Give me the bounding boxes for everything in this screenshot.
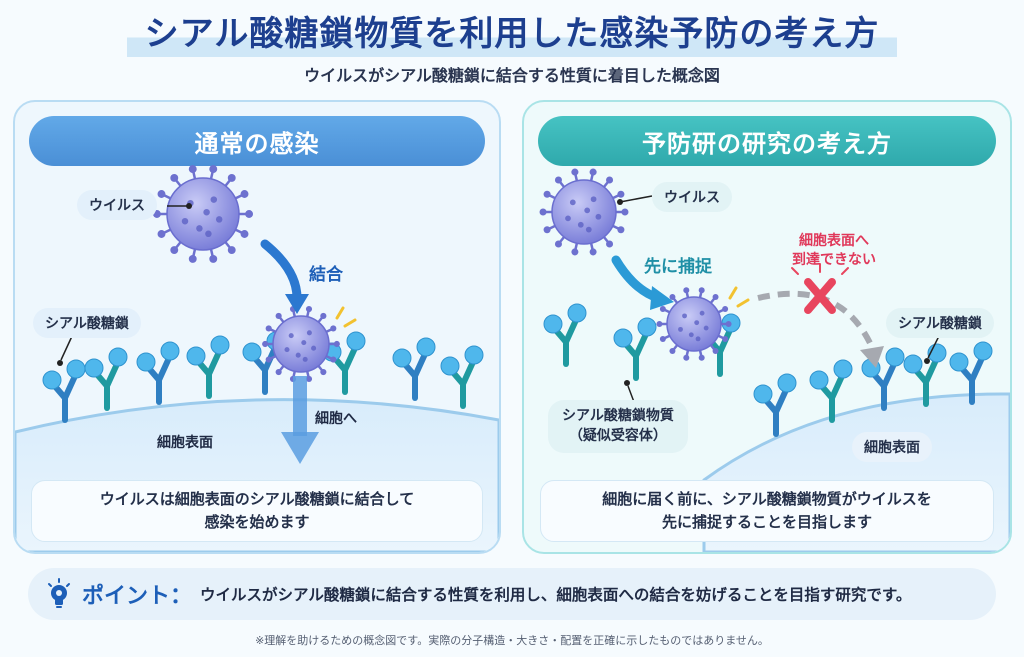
decoy-line1: シアル酸糖鎖物質 [562, 408, 674, 424]
sialic-chain-label: シアル酸糖鎖 [886, 308, 994, 338]
caption-research-line1: 細胞に届く前に、シアル酸糖鎖物質がウイルスを [602, 489, 932, 508]
title-wrap: シアル酸糖鎖物質を利用した感染予防の考え方 [0, 6, 1024, 57]
to-cell-arrowhead [281, 432, 319, 464]
sialic-leader-line [927, 333, 941, 359]
page-title: シアル酸糖鎖物質を利用した感染予防の考え方 [126, 6, 898, 57]
sialic-receptor-group [753, 341, 993, 437]
cross-burst-marks [791, 263, 849, 275]
blocked-path [757, 290, 877, 354]
bind-arrow [260, 239, 302, 303]
caption-normal-line1: ウイルスは細胞表面のシアル酸糖鎖に結合して [99, 489, 415, 508]
bind-arrowhead [285, 294, 309, 314]
virus-leader-dot [617, 199, 623, 205]
sialic-leader-dot [57, 360, 63, 366]
page-subtitle: ウイルスがシアル酸糖鎖に結合する性質に着目した概念図 [304, 66, 720, 85]
virus-label: ウイルス [77, 190, 157, 220]
caption-normal: ウイルスは細胞表面のシアル酸糖鎖に結合して 感染を始めます [31, 480, 483, 542]
sialic-leader-dot [924, 358, 930, 364]
panel-header-normal: 通常の感染 [29, 116, 485, 166]
sialic-receptor-group [42, 331, 484, 423]
sialic-chain-label: シアル酸糖鎖 [33, 308, 141, 338]
caption-normal-line2: 感染を始めます [204, 513, 310, 531]
attention-marks [335, 306, 357, 328]
virus-label: ウイルス [652, 182, 732, 212]
sialic-leader-line [60, 333, 74, 361]
virus-leader-line [619, 195, 653, 203]
virus-top [152, 165, 254, 263]
footnote: ※理解を助けるための概念図です。実際の分子構造・大きさ・配置を正確に示したもので… [255, 634, 769, 647]
decoy-label: シアル酸糖鎖物質 （疑似受容体） [548, 400, 688, 453]
decoy-line2: （疑似受容体） [568, 428, 667, 445]
panel-normal-infection: 通常の感染 [13, 100, 501, 554]
to-cell-arrow-shaft [293, 376, 307, 436]
caption-research: 細胞に届く前に、シアル酸糖鎖物質がウイルスを 先に捕捉することを目指します [540, 480, 994, 542]
virus-captured [656, 287, 732, 361]
cell-surface-label: 細胞表面 [157, 435, 213, 451]
decoy-leader-line [627, 385, 635, 403]
caption-research-line2: 先に捕捉することを目指します [661, 513, 872, 531]
unreachable-line1: 細胞表面へ [799, 233, 869, 249]
virus-leader-dot [186, 203, 192, 209]
point-label: ポイント： [82, 584, 193, 609]
unreachable-line2: 到達できない [792, 251, 876, 268]
lightbulb-icon [48, 578, 70, 608]
virus-bound [262, 305, 340, 383]
virus-top [539, 168, 629, 256]
normal-infection-scene [15, 165, 499, 552]
to-cell-label: 細胞へ [315, 411, 357, 427]
point-text: ウイルスがシアル酸糖鎖に結合する性質を利用し、細胞表面への結合を妨げることを目指… [200, 586, 912, 604]
attention-marks [728, 286, 750, 308]
capture-label: 先に捕捉 [644, 257, 712, 277]
cell-surface-label: 細胞表面 [852, 432, 932, 462]
panel-header-research: 予防研の研究の考え方 [538, 116, 996, 166]
cross-icon [804, 278, 836, 314]
panel-research-approach: 予防研の研究の考え方 [522, 100, 1012, 554]
blocked-path-arrowhead [860, 346, 884, 368]
unreachable-label: 細胞表面へ 到達できない [792, 232, 876, 270]
decoy-leader-dot [624, 380, 630, 386]
bind-label: 結合 [309, 265, 343, 285]
point-bar: ポイント： ウイルスがシアル酸糖鎖に結合する性質を利用し、細胞表面への結合を妨げ… [28, 568, 996, 620]
capture-arrowhead [650, 286, 674, 310]
